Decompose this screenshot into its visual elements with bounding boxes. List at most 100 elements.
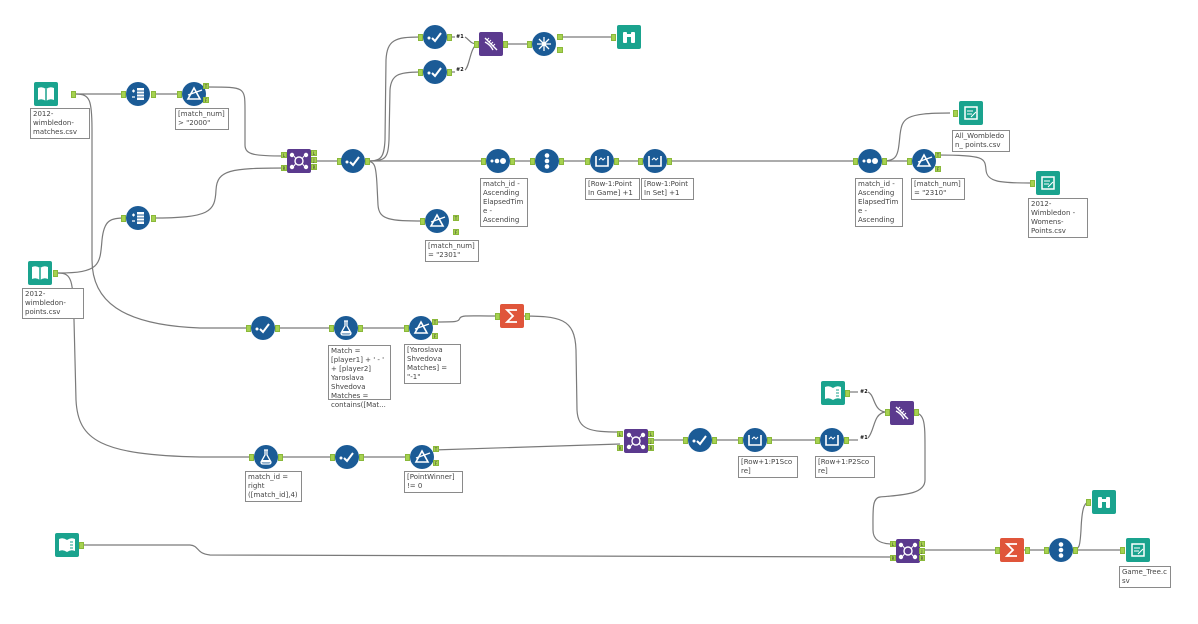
left-anchor[interactable]: L <box>617 431 623 437</box>
select-node[interactable] <box>423 60 447 84</box>
input-anchor[interactable] <box>885 409 890 416</box>
output-anchor[interactable] <box>525 313 530 320</box>
true-anchor[interactable]: T <box>453 215 459 221</box>
output-anchor[interactable] <box>447 34 452 41</box>
output-anchor[interactable] <box>53 270 58 277</box>
browse-node[interactable] <box>617 25 641 49</box>
formula-node[interactable] <box>254 445 278 469</box>
left-anchor[interactable]: L <box>281 152 287 158</box>
output-anchor[interactable] <box>447 69 452 76</box>
sort-node[interactable] <box>486 149 510 173</box>
false-anchor[interactable]: F <box>935 166 941 172</box>
output-anchor[interactable] <box>151 91 156 98</box>
output-anchor[interactable] <box>667 158 672 165</box>
input-anchor[interactable] <box>953 110 958 117</box>
input-anchor[interactable] <box>418 34 423 41</box>
input-anchor[interactable] <box>481 158 486 165</box>
multi-row-formula-node[interactable] <box>820 428 844 452</box>
input-anchor[interactable] <box>683 437 688 444</box>
output-anchor[interactable] <box>359 454 364 461</box>
multi-row-formula-node[interactable] <box>743 428 767 452</box>
right-anchor[interactable]: R <box>281 165 287 171</box>
right-anchor[interactable]: R <box>617 445 623 451</box>
right-output-anchor[interactable]: R <box>919 555 925 561</box>
output-data-node[interactable] <box>1126 538 1150 562</box>
multi-row-formula-node[interactable] <box>643 149 667 173</box>
filter-node[interactable] <box>409 316 433 340</box>
input-anchor[interactable] <box>527 41 532 48</box>
true-anchor[interactable]: T <box>203 83 209 89</box>
filter-node[interactable] <box>182 82 206 106</box>
select-node[interactable] <box>126 206 150 230</box>
false-anchor[interactable]: F <box>203 97 209 103</box>
right-output-anchor[interactable]: R <box>311 164 317 170</box>
input-anchor[interactable] <box>1044 547 1049 554</box>
browse-node[interactable] <box>1092 490 1116 514</box>
join-node[interactable] <box>896 539 920 563</box>
output-anchor[interactable] <box>767 437 772 444</box>
left-output-anchor[interactable]: L <box>919 541 925 547</box>
input-anchor[interactable] <box>815 437 820 444</box>
input-data-node[interactable] <box>28 261 52 285</box>
union-node[interactable] <box>479 32 503 56</box>
select-node[interactable] <box>335 445 359 469</box>
output-anchor[interactable] <box>275 325 280 332</box>
input-anchor[interactable] <box>420 218 425 225</box>
output-anchor[interactable] <box>1073 547 1078 554</box>
filter-node[interactable] <box>912 149 936 173</box>
join-output-anchor[interactable]: J <box>311 157 317 163</box>
input-anchor[interactable] <box>121 91 126 98</box>
input-anchor[interactable] <box>638 158 643 165</box>
output-anchor[interactable] <box>844 437 849 444</box>
select-node[interactable] <box>341 149 365 173</box>
input-anchor[interactable] <box>1086 499 1091 506</box>
multi-row-formula-node[interactable] <box>590 149 614 173</box>
input-anchor[interactable] <box>738 437 743 444</box>
input-anchor[interactable] <box>404 325 409 332</box>
input-anchor[interactable] <box>474 41 479 48</box>
true-anchor[interactable]: T <box>935 152 941 158</box>
output-anchor[interactable] <box>557 47 563 53</box>
input-anchor[interactable] <box>853 158 858 165</box>
input-anchor[interactable] <box>246 325 251 332</box>
formula-node[interactable] <box>334 316 358 340</box>
select-node[interactable] <box>126 82 150 106</box>
output-anchor[interactable] <box>845 390 850 397</box>
input-anchor[interactable] <box>1120 547 1125 554</box>
input-data-node[interactable] <box>34 82 58 106</box>
filter-node[interactable] <box>425 209 449 233</box>
output-data-node[interactable] <box>1036 171 1060 195</box>
transpose-node[interactable] <box>532 32 556 56</box>
output-anchor[interactable] <box>503 41 508 48</box>
input-anchor[interactable] <box>1030 180 1035 187</box>
output-data-node[interactable] <box>959 101 983 125</box>
input-anchor[interactable] <box>611 34 616 41</box>
output-anchor[interactable] <box>79 542 84 549</box>
union-node[interactable] <box>890 401 914 425</box>
left-output-anchor[interactable]: L <box>311 150 317 156</box>
output-anchor[interactable] <box>358 325 363 332</box>
output-anchor[interactable] <box>71 91 76 98</box>
false-anchor[interactable]: F <box>453 229 459 235</box>
filter-node[interactable] <box>410 445 434 469</box>
summarize-node[interactable] <box>1000 538 1024 562</box>
output-anchor[interactable] <box>882 158 887 165</box>
right-anchor[interactable]: R <box>890 555 896 561</box>
left-anchor[interactable]: L <box>890 541 896 547</box>
join-output-anchor[interactable]: J <box>919 548 925 554</box>
output-anchor[interactable] <box>1025 547 1030 554</box>
output-anchor[interactable] <box>151 215 156 222</box>
output-anchor[interactable] <box>559 158 564 165</box>
output-anchor[interactable] <box>278 454 283 461</box>
join-output-anchor[interactable]: J <box>648 438 654 444</box>
output-anchor[interactable] <box>365 158 370 165</box>
false-anchor[interactable]: F <box>433 460 439 466</box>
text-input-node[interactable] <box>55 533 79 557</box>
record-id-node[interactable] <box>1049 538 1073 562</box>
input-anchor[interactable] <box>177 91 182 98</box>
join-node[interactable] <box>624 429 648 453</box>
output-anchor[interactable] <box>557 34 563 40</box>
join-node[interactable] <box>287 149 311 173</box>
true-anchor[interactable]: T <box>433 446 439 452</box>
